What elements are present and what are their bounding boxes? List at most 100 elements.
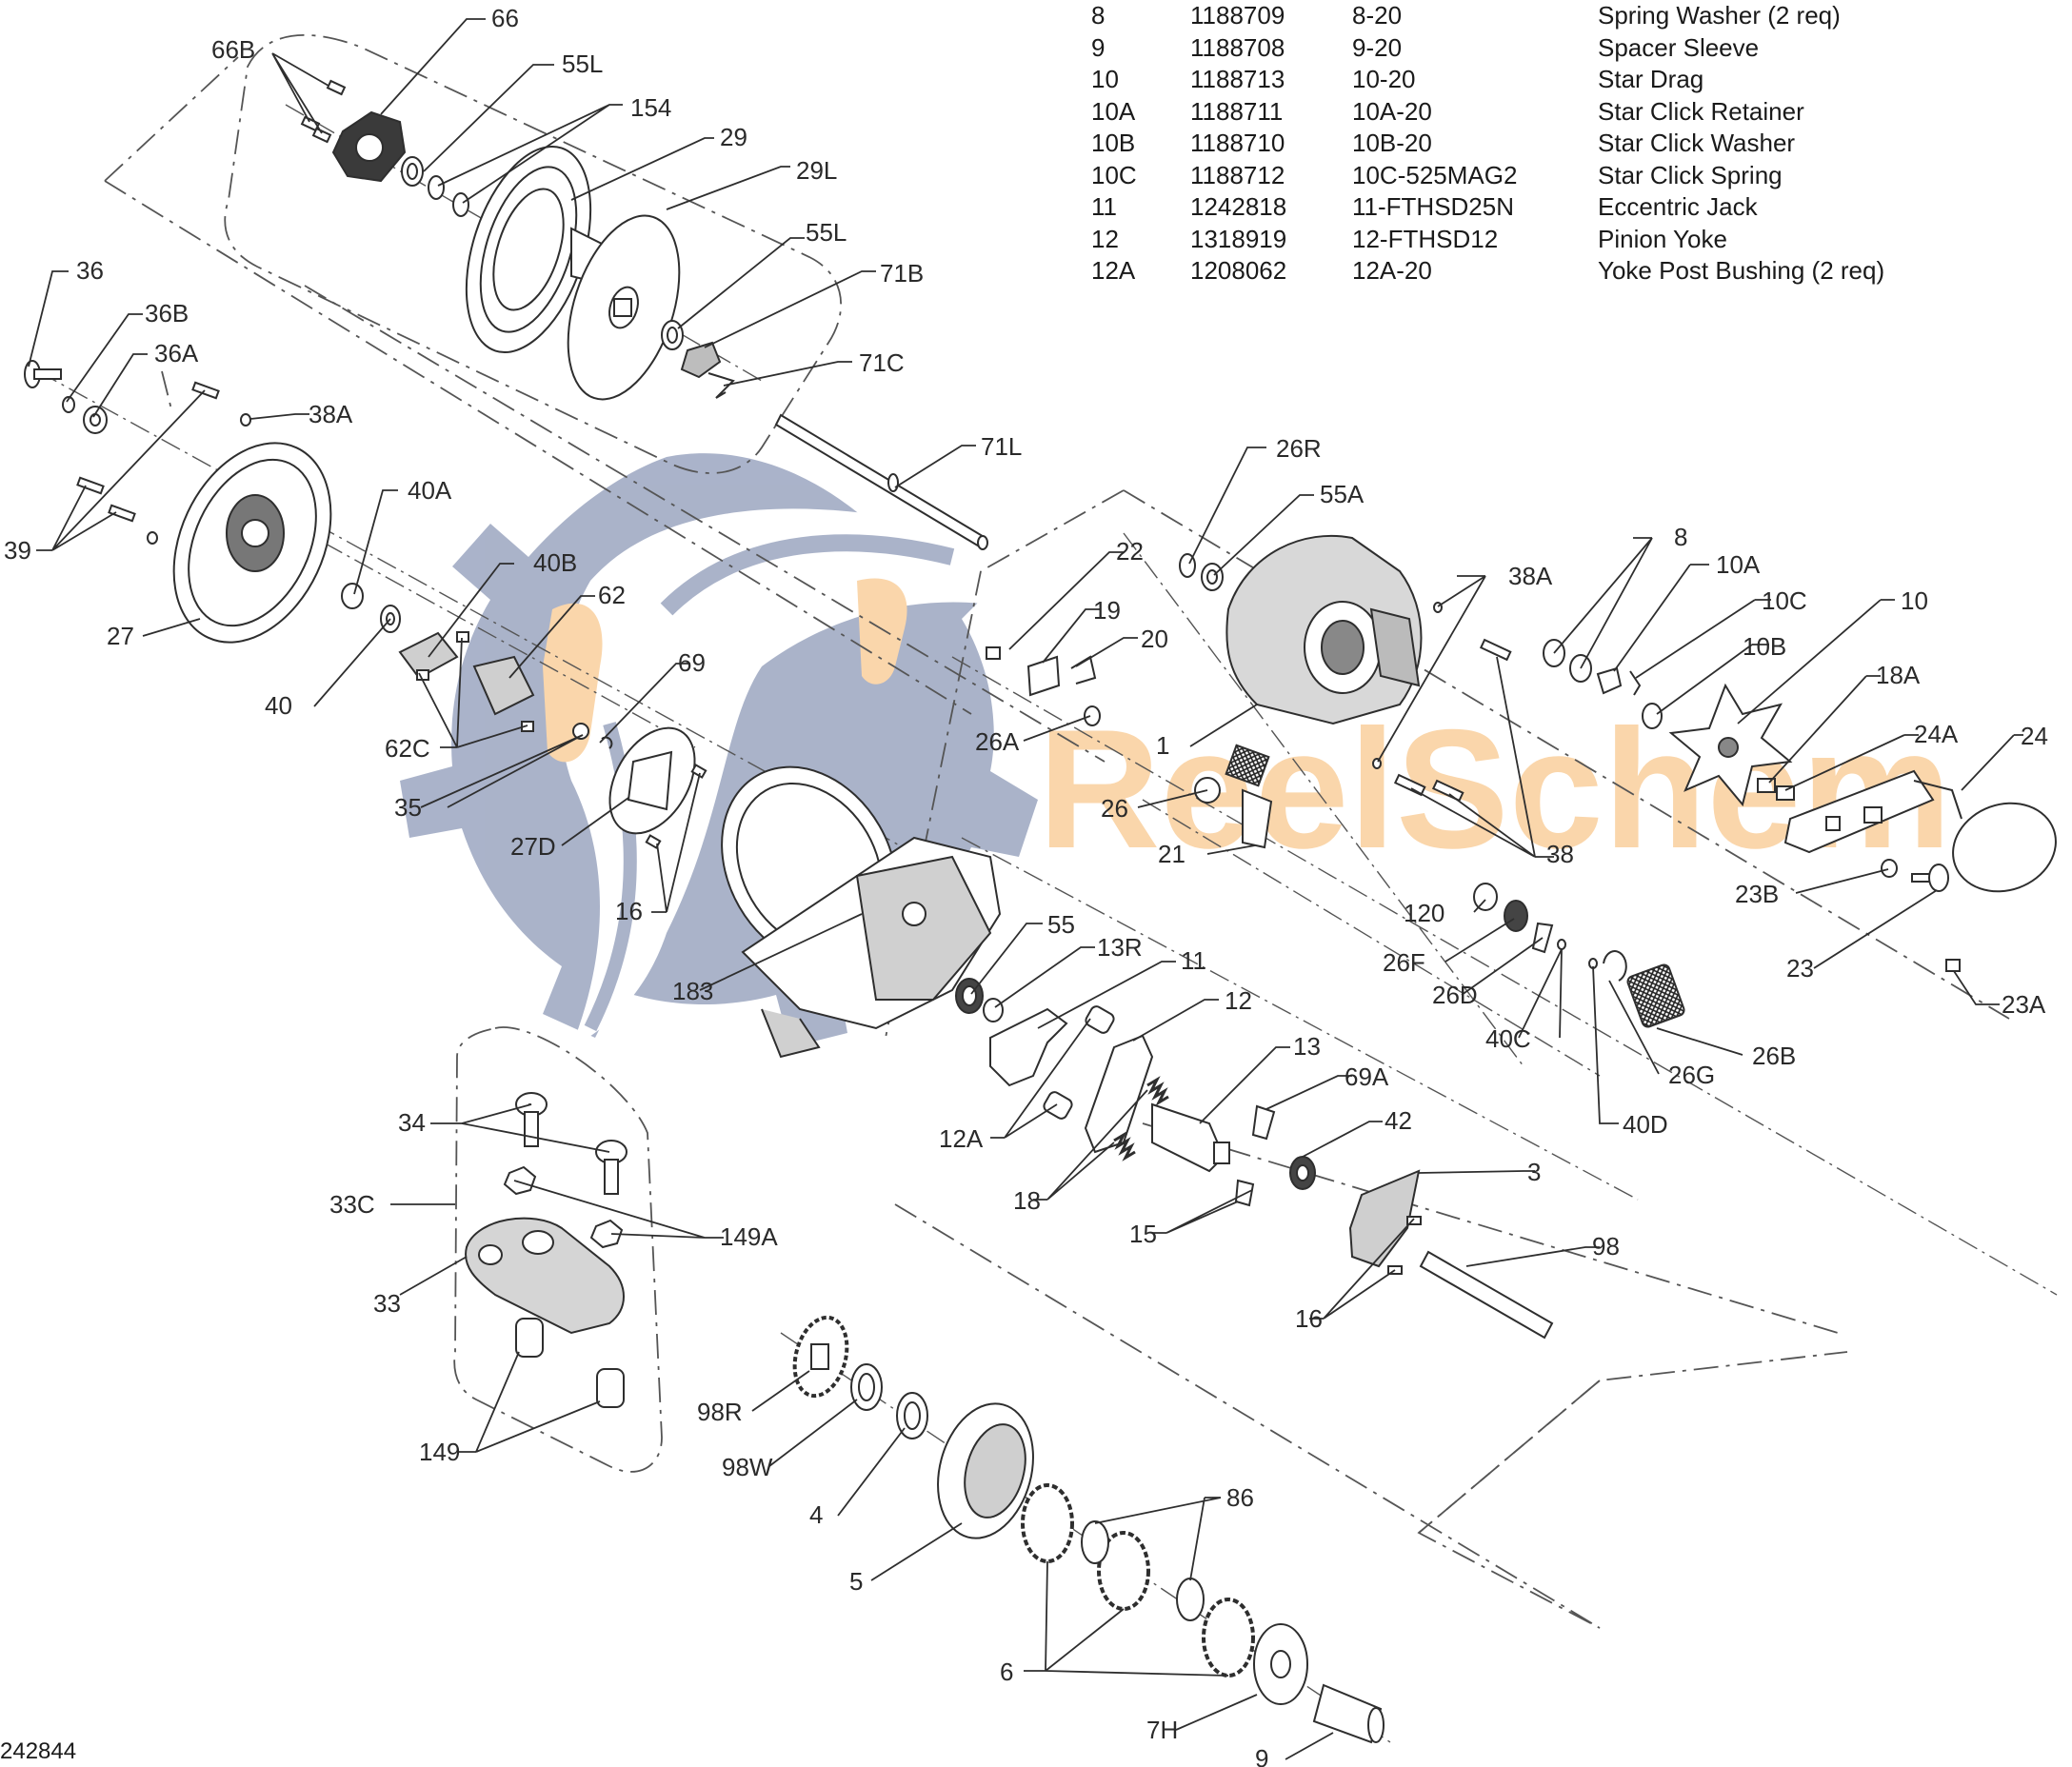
leader-lines: [28, 18, 2023, 1760]
model-code-cell: 11-FTHSD25N: [1352, 192, 1515, 221]
part-98-shaft: [1419, 1250, 1554, 1340]
model-code-cell: 10-20: [1352, 65, 1416, 93]
callout-154: 154: [630, 93, 671, 122]
part-4: [896, 1392, 928, 1439]
part-5-drag-gear: [937, 1402, 1034, 1539]
description-cell: Yoke Post Bushing (2 req): [1598, 256, 1885, 285]
part-71b-71c: [680, 341, 735, 399]
watermark-fish-icon: [558, 508, 1032, 1047]
part-86-drag-washers: [1081, 1520, 1205, 1621]
sku-cell: 1188713: [1190, 65, 1285, 93]
callout-10a: 10A: [1716, 550, 1761, 579]
callout-23b: 23B: [1735, 880, 1779, 908]
callout-69a: 69A: [1345, 1062, 1389, 1091]
description-cell: Pinion Yoke: [1598, 224, 1727, 253]
drawing-number: 242844: [0, 1738, 77, 1764]
model-code-cell: 12-FTHSD12: [1352, 224, 1499, 253]
part-18a: [1757, 778, 1776, 793]
callout-10c: 10C: [1762, 586, 1807, 615]
part-154-washers: [428, 175, 469, 217]
callout-13: 13: [1293, 1032, 1321, 1061]
part-149-bushings: [515, 1318, 625, 1408]
callout-120: 120: [1404, 899, 1444, 927]
callout-26: 26: [1101, 794, 1128, 823]
sku-cell: 1188711: [1190, 96, 1284, 126]
callout-38a: 38A: [309, 400, 353, 428]
part-66: [331, 110, 407, 183]
callout-16: 16: [615, 897, 643, 925]
part-27d: [608, 726, 696, 835]
part-10b: [1642, 703, 1663, 729]
part-number-cell: 12A: [1091, 256, 1136, 285]
watermark-text: ReelSchem: [1038, 694, 1952, 884]
callout-26d: 26D: [1432, 981, 1478, 1009]
callout-5: 5: [849, 1567, 863, 1596]
part-38a-washer-2: [147, 531, 158, 545]
callout-62c: 62C: [385, 734, 430, 763]
callout-10b: 10B: [1743, 632, 1786, 661]
part-40c: [1557, 939, 1566, 950]
part-6-drag-washers: [1021, 1483, 1255, 1678]
part-38a-washer: [240, 413, 251, 427]
callout-36: 36: [76, 256, 104, 285]
part-55l-bearing: [401, 156, 424, 187]
callout-98r: 98R: [697, 1398, 743, 1426]
callout-29: 29: [720, 123, 747, 151]
part-number-cell: 9: [1091, 32, 1106, 62]
callout-15: 15: [1129, 1220, 1157, 1248]
model-code-cell: 10C-525MAG2: [1352, 160, 1518, 189]
callout-55a: 55A: [1320, 480, 1365, 508]
part-55a-bearing: [1201, 563, 1224, 591]
part-12-pinion-yoke: [1084, 1034, 1154, 1154]
model-code-cell: 8-20: [1352, 1, 1403, 30]
part-120: [1473, 883, 1498, 911]
part-24-handle: [1783, 769, 2057, 893]
callout-55l: 55L: [562, 50, 603, 78]
callout-24: 24: [2021, 722, 2048, 750]
callout-23a: 23A: [2002, 990, 2046, 1019]
part-8-spring-washers: [1543, 639, 1592, 683]
part-69a: [1251, 1104, 1276, 1141]
description-cell: Eccentric Jack: [1598, 192, 1758, 221]
part-11-eccentric-jack: [989, 1007, 1068, 1087]
part-183-frame: [721, 765, 1002, 1059]
part-10a: [1596, 666, 1623, 695]
part-10-hub: [1718, 737, 1739, 758]
sku-cell: 1188708: [1190, 32, 1285, 62]
callout-38: 38: [1546, 840, 1574, 868]
part-62: [472, 655, 535, 716]
model-code-cell: 9-20: [1352, 32, 1403, 62]
part-13-pinion: [1151, 1102, 1230, 1173]
part-26: [1225, 744, 1270, 787]
callout-12a: 12A: [939, 1124, 984, 1153]
callout-149: 149: [419, 1438, 460, 1466]
callout-18: 18: [1013, 1186, 1041, 1215]
sku-cell: 1188710: [1190, 129, 1285, 157]
part-26d: [1531, 922, 1554, 954]
callout-39: 39: [4, 536, 31, 565]
callout-7h: 7H: [1146, 1716, 1178, 1744]
part-39-screws: [76, 381, 220, 523]
part-1-sideplate: [1225, 534, 1423, 725]
part-26a: [1084, 705, 1101, 726]
callout-71b: 71B: [880, 259, 924, 288]
part-26f: [1504, 900, 1528, 932]
callout-1: 1: [1156, 731, 1169, 760]
part-16-screw: [690, 764, 707, 779]
part-42-bearing: [1289, 1156, 1316, 1190]
callout-26r: 26R: [1276, 434, 1322, 463]
part-36a: [83, 406, 108, 434]
callout-40d: 40D: [1623, 1110, 1668, 1139]
description-cell: Star Click Spring: [1598, 160, 1783, 189]
part-number-cell: 12: [1091, 224, 1119, 253]
callout-6: 6: [1000, 1658, 1013, 1686]
callout-27d: 27D: [510, 832, 556, 861]
callout-62: 62: [598, 581, 626, 609]
